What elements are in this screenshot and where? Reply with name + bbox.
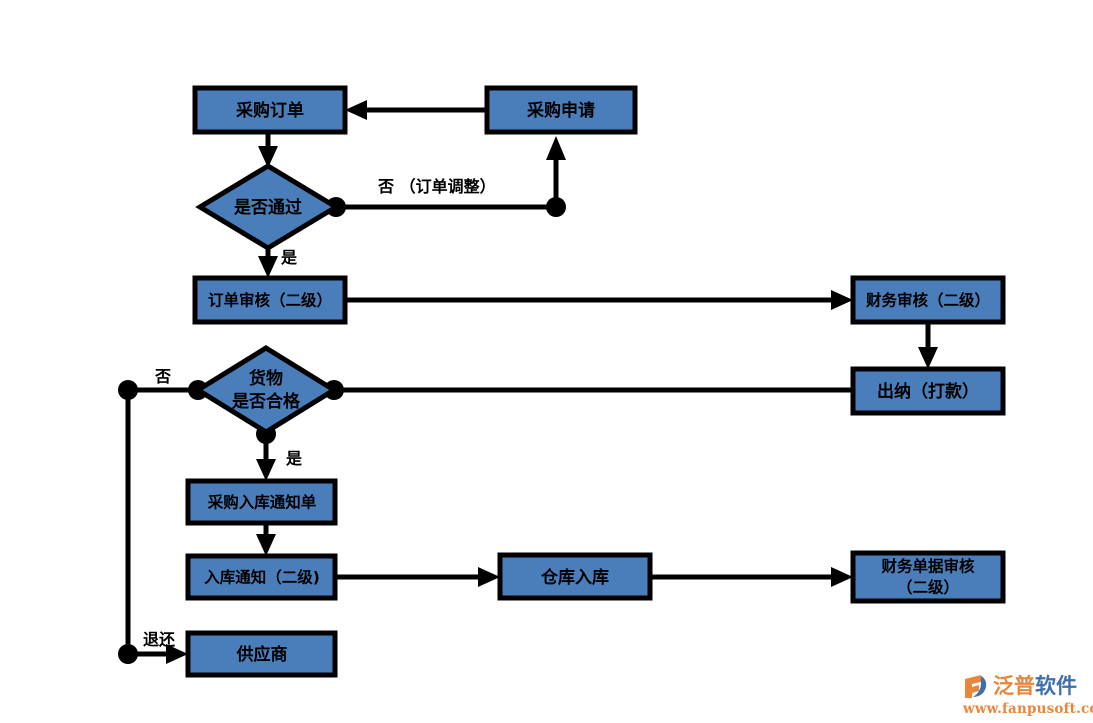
node-finance-review[interactable]: 财务审核（二级） [850,275,1006,325]
edge-warehouse-to-finance-doc [650,567,853,587]
node-is-approved-label: 是否通过 [234,198,302,218]
edge-finance-review-to-cashier [918,322,938,369]
logo-char-2: 普 [1014,674,1035,698]
node-order-review-label: 订单审核（二级） [208,291,332,310]
logo-brand-row: 泛普软件 [963,672,1085,700]
junction-dot-corner-bottom-left [118,644,138,664]
node-order-review[interactable]: 订单审核（二级） [192,275,348,325]
edge-inbound-doc-to-inbound-lv2 [256,523,276,556]
edge-goods-to-cashier [324,380,853,400]
node-supplier[interactable]: 供应商 [185,630,338,678]
node-purchase-order[interactable]: 采购订单 [192,85,348,135]
logo-brand-text: 泛普软件 [993,673,1077,699]
node-goods-qualified-label-line2: 是否合格 [232,391,301,412]
junction-dot-request-down [546,197,566,217]
node-cashier-payment[interactable]: 出纳（打款） [850,366,1006,416]
node-inbound-notice-doc-label: 采购入库通知单 [207,493,317,512]
edge-inbound-lv2-to-warehouse [335,567,500,587]
fanpusoft-logo[interactable]: 泛普软件 www.fanpusoft.com [963,672,1093,718]
edge-approved-yes-to-order-review [258,248,278,278]
node-warehouse-inbound-label: 仓库入库 [540,567,609,588]
node-goods-qualified[interactable]: 货物 是否合格 [193,345,339,435]
node-warehouse-inbound[interactable]: 仓库入库 [497,552,653,601]
logo-char-1: 泛 [993,674,1014,698]
logo-char-3: 软 [1035,674,1056,698]
node-purchase-order-label: 采购订单 [235,100,304,121]
edge-label-yes-goods: 是 [285,449,302,468]
node-is-approved[interactable]: 是否通过 [195,163,341,251]
fanpusoft-logo-mark-icon [965,675,987,698]
edge-labels-layer: 否 （订单调整） 是 否 是 退还 [143,177,496,649]
edge-label-no-goods: 否 [154,367,171,386]
node-finance-doc-review-label-line1: 财务单据审核 [881,557,975,576]
node-finance-doc-review[interactable]: 财务单据审核 （二级） [850,550,1006,604]
node-supplier-label: 供应商 [236,644,288,665]
node-purchase-request[interactable]: 采购申请 [484,85,638,135]
edge-label-no-order-adjust: 否 （订单调整） [377,177,496,196]
logo-url: www.fanpusoft.com [963,701,1093,717]
edge-label-return: 退还 [143,630,176,649]
nodes-layer: 采购订单 采购申请 是否通过 订单审核（二级） 财务审核（二级） [185,85,1006,678]
edge-order-review-to-finance-review [345,290,853,310]
node-cashier-payment-label: 出纳（打款） [877,381,979,402]
edge-order-to-approved [258,132,278,168]
edge-approved-no-to-request [326,136,566,217]
logo-char-4: 件 [1056,674,1077,698]
node-inbound-notice-lv2[interactable]: 入库通知（二级) [185,553,338,601]
node-goods-qualified-label-line1: 货物 [249,368,283,389]
node-finance-review-label: 财务审核（二级） [866,291,990,310]
node-inbound-notice-doc[interactable]: 采购入库通知单 [185,478,338,526]
node-inbound-notice-lv2-label: 入库通知（二级) [204,568,320,587]
edge-label-yes-approved: 是 [280,248,297,267]
edge-request-to-order [345,100,487,120]
junction-dot-corner-top-left [118,380,138,400]
node-finance-doc-review-label-line2: （二级） [897,578,959,597]
node-purchase-request-label: 采购申请 [526,100,595,121]
